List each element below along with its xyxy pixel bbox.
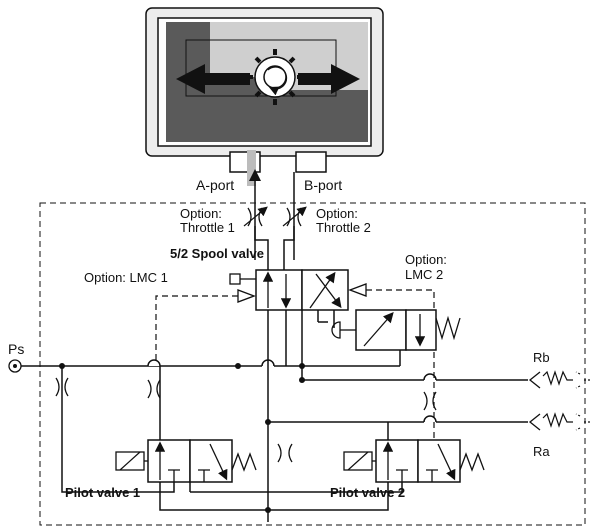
lmc2-pilot-line [366,289,435,440]
pilot-valve-2 [190,422,485,500]
ps-label: Ps [8,341,24,357]
a-port-label: A-port [196,177,234,193]
lmc2-name: LMC 2 [405,267,443,282]
a-port-arrow [247,150,261,260]
pilot-valve-1 [61,366,257,500]
b-port-label: B-port [304,177,342,193]
pilot-valve-1-label: Pilot valve 1 [65,485,140,500]
throttle-2 [282,206,307,227]
throttle2-name: Throttle 2 [316,220,371,235]
throttle2-option: Option: [316,206,358,221]
double-arrow-icon [176,64,360,94]
silencer-rb [528,370,590,389]
throttle1-name: Throttle 1 [180,220,235,235]
pilot-supply-line [159,500,389,511]
spool-valve [229,269,367,311]
throttle1-option: Option: [180,206,222,221]
restrictor-mid [147,379,161,399]
spool-valve-label: 5/2 Spool valve [170,246,264,261]
lmc1-label: Option: LMC 1 [84,270,168,285]
lmc1-pilot-line [155,295,238,366]
valve-enclosure [39,202,586,526]
restrictor-center [267,422,293,522]
supply-line [8,350,401,373]
silencer-ra [528,412,590,431]
throttle-1 [243,206,268,227]
lmc2-valve [331,309,461,351]
lmc2-option: Option: [405,252,447,267]
pilot-valve-2-label: Pilot valve 2 [330,485,405,500]
rotary-actuator [145,7,384,173]
restrictor-right [423,391,437,411]
ra-label: Ra [533,444,550,459]
restrictor-left [55,366,69,434]
rb-label: Rb [533,350,550,365]
